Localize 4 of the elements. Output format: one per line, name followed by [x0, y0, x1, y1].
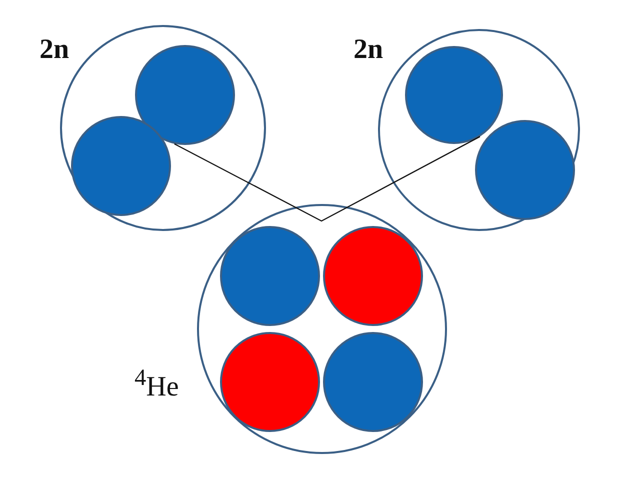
nucleus-label: 2n [354, 36, 384, 64]
nucleus-label: 2n [40, 36, 70, 64]
connector-line [174, 136, 480, 222]
nucleus-label: $^{4}$He [134, 366, 179, 401]
